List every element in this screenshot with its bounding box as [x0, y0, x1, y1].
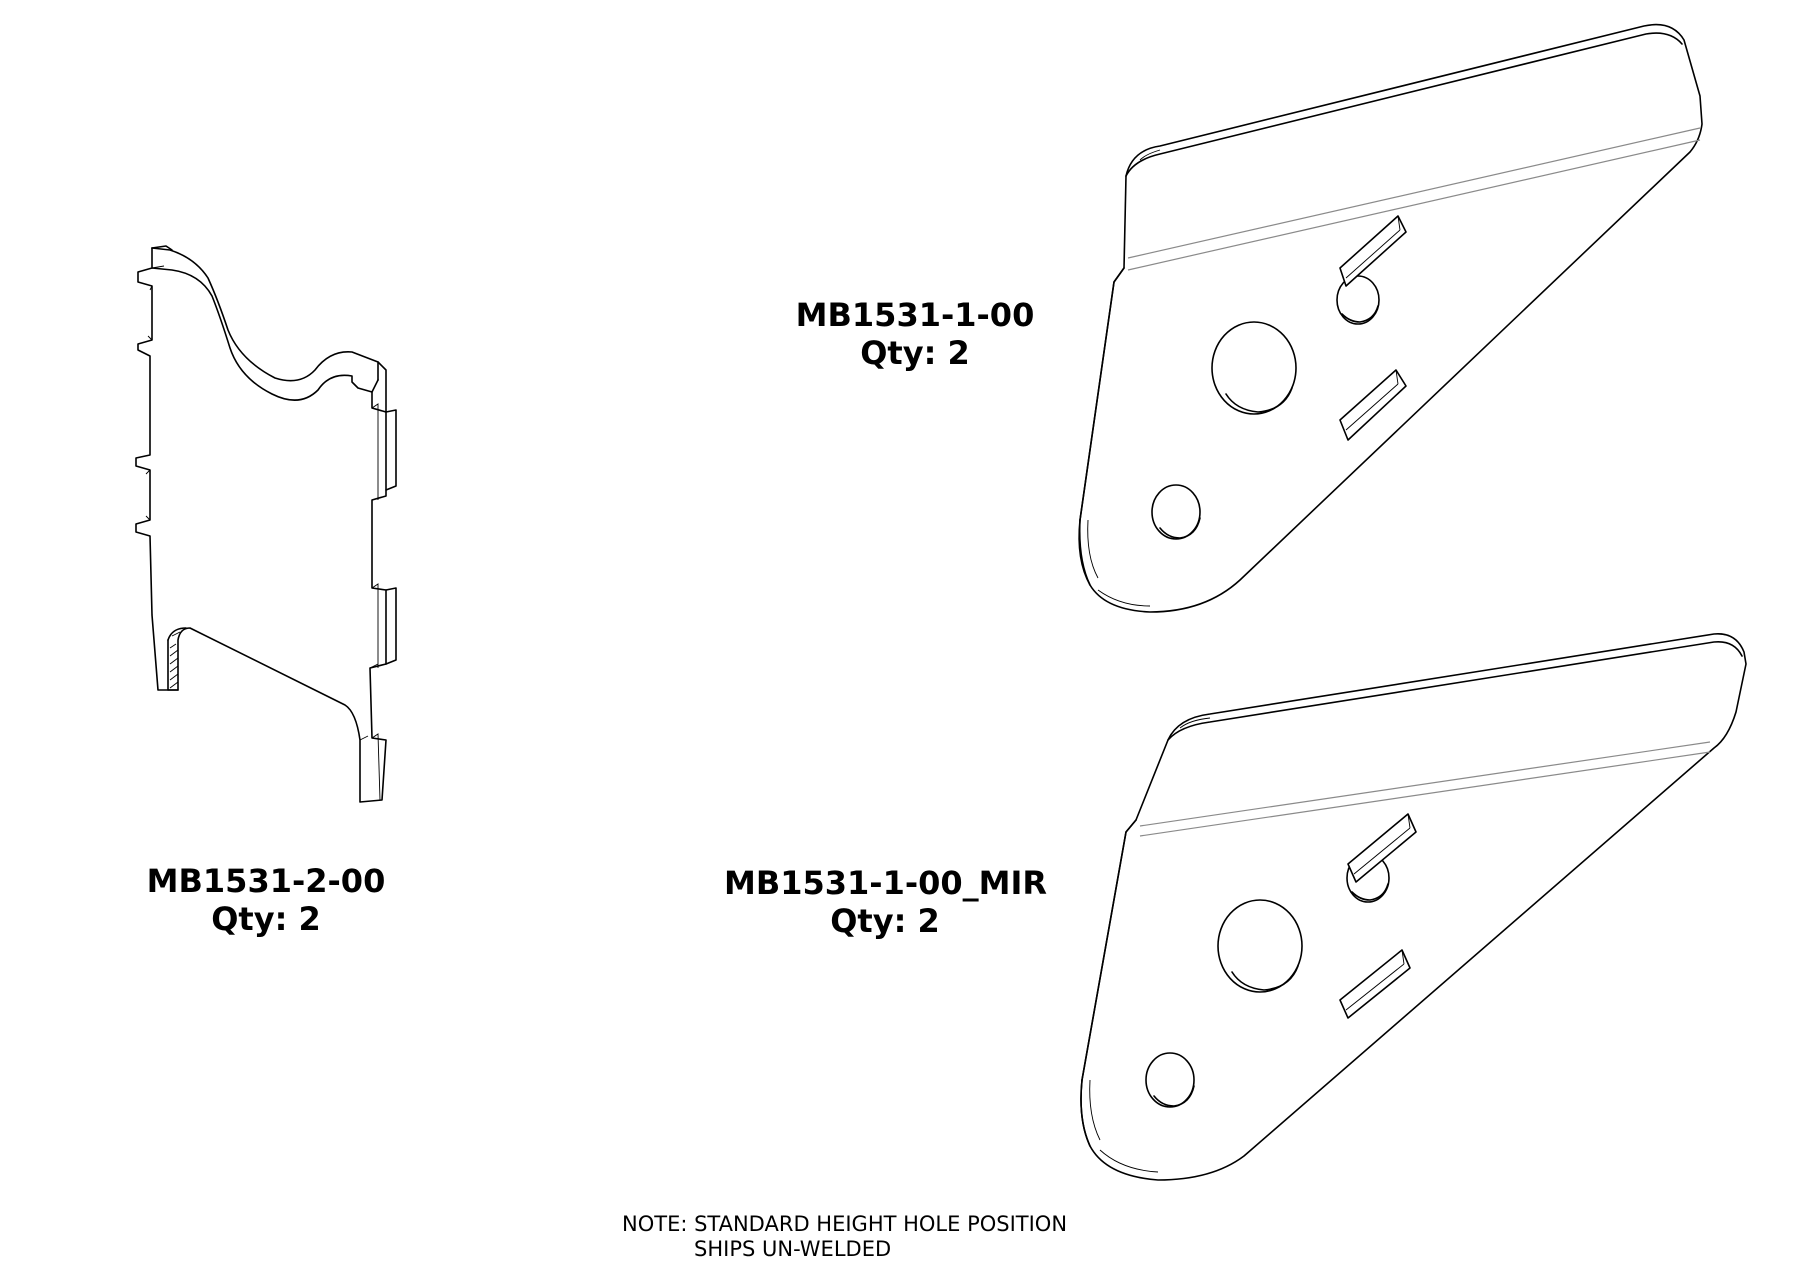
part-qty: Qty: 2	[860, 334, 970, 372]
part-number: MB1531-2-00	[146, 862, 386, 900]
part-label-mb1531-2-00: MB1531-2-00 Qty: 2	[146, 862, 386, 938]
part-mb1531-2-00-drawing	[135, 245, 397, 803]
part-label-mb1531-1-00-mir: MB1531-1-00_MIR Qty: 2	[724, 864, 1048, 940]
part-number: MB1531-1-00_MIR	[724, 864, 1048, 902]
part-label-mb1531-1-00: MB1531-1-00 Qty: 2	[795, 296, 1035, 372]
drawing-note: NOTE: STANDARD HEIGHT HOLE POSITION SHIP…	[622, 1212, 1067, 1262]
part-qty: Qty: 2	[830, 902, 940, 940]
part-mb1531-1-00-drawing	[1078, 23, 1703, 613]
part-number: MB1531-1-00	[795, 296, 1035, 334]
part-qty: Qty: 2	[211, 900, 321, 938]
note-line-2: SHIPS UN-WELDED	[694, 1237, 892, 1261]
part-mb1531-1-00-mir-drawing	[1080, 633, 1747, 1181]
note-line-1: NOTE: STANDARD HEIGHT HOLE POSITION	[622, 1212, 1068, 1236]
